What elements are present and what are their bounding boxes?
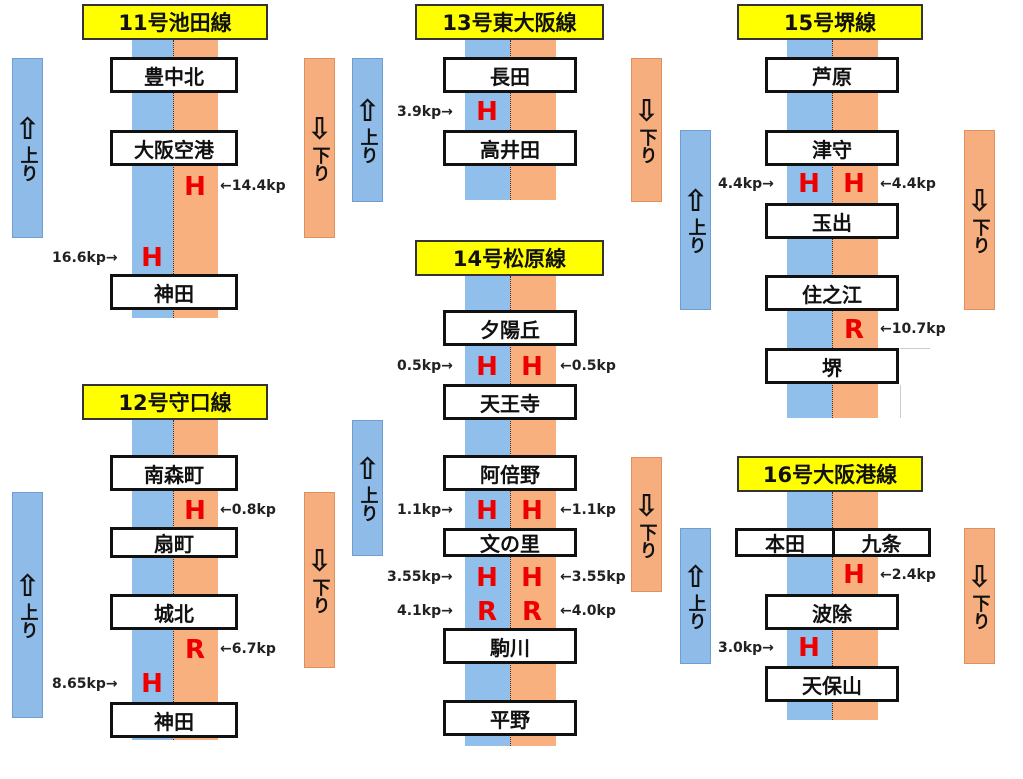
marker: H [184, 496, 206, 526]
kp-label: ←1.1kp [560, 502, 616, 518]
down-direction: ⇩下り [631, 457, 662, 592]
kp-label: 4.1kp→ [397, 603, 453, 619]
station: 神田 [110, 274, 238, 310]
marker: H [476, 352, 498, 382]
marker: H [476, 563, 498, 593]
line-title: 12号守口線 [82, 384, 268, 420]
kp-label: ←4.0kp [560, 603, 616, 619]
up-arrow-icon: ⇧ [354, 94, 381, 129]
station: 高井田 [443, 130, 577, 166]
station: 神田 [110, 702, 238, 738]
marker: H [476, 97, 498, 127]
line-title: 15号堺線 [737, 4, 923, 40]
marker: R [521, 597, 543, 627]
marker: H [521, 563, 543, 593]
down-arrow-icon: ⇩ [966, 560, 993, 595]
up-arrow-icon: ⇧ [354, 452, 381, 487]
station: 文の里 [443, 528, 577, 557]
down-arrow-icon: ⇩ [306, 544, 333, 579]
station: 長田 [443, 57, 577, 93]
station: 南森町 [110, 455, 238, 491]
kp-label: ←3.55kp [560, 569, 626, 585]
up-direction: ⇧上り [680, 130, 711, 310]
marker: R [476, 597, 498, 627]
up-arrow-icon: ⇧ [682, 560, 709, 595]
down-arrow-icon: ⇩ [633, 488, 660, 524]
kp-label: ←0.5kp [560, 358, 616, 374]
marker: H [521, 496, 543, 526]
marker: H [476, 496, 498, 526]
station: 津守 [765, 130, 899, 166]
station: 玉出 [765, 203, 899, 239]
station: 駒川 [443, 628, 577, 664]
marker: H [798, 633, 820, 663]
down-direction: ⇩下り [964, 528, 995, 664]
up-track [465, 276, 510, 746]
down-direction: ⇩下り [964, 130, 995, 310]
kp-label: 8.65kp→ [52, 676, 118, 692]
marker: H [141, 243, 163, 273]
down-arrow-icon: ⇩ [633, 94, 660, 129]
station: 夕陽丘 [443, 310, 577, 346]
marker: H [141, 669, 163, 699]
kp-label: 16.6kp→ [52, 250, 118, 266]
station: 本田 [735, 528, 835, 557]
station: 阿倍野 [443, 455, 577, 491]
marker: R [184, 635, 206, 665]
kp-label: ←2.4kp [880, 567, 936, 583]
station: 豊中北 [110, 57, 238, 93]
line-title: 13号東大阪線 [415, 4, 604, 40]
down-arrow-icon: ⇩ [966, 184, 993, 219]
station: 扇町 [110, 527, 238, 558]
up-direction: ⇧上り [352, 58, 383, 202]
up-direction: ⇧上り [680, 528, 711, 664]
station: 芦原 [765, 57, 899, 93]
station: 天王寺 [443, 384, 577, 420]
station: 平野 [443, 700, 577, 736]
kp-label: 3.9kp→ [397, 104, 453, 120]
line-title: 11号池田線 [82, 4, 268, 40]
kp-label: ←10.7kp [880, 321, 946, 337]
kp-label: 1.1kp→ [397, 502, 453, 518]
marker: H [798, 169, 820, 199]
down-track [510, 276, 556, 746]
line-title: 14号松原線 [415, 240, 604, 276]
down-direction: ⇩下り [631, 58, 662, 202]
up-direction: ⇧上り [352, 420, 383, 556]
station: 大阪空港 [110, 130, 238, 166]
up-direction: ⇧上り [12, 492, 43, 718]
down-direction: ⇩下り [304, 492, 335, 668]
kp-label: ←0.8kp [220, 502, 276, 518]
down-arrow-icon: ⇩ [306, 112, 333, 147]
station: 九条 [832, 528, 931, 557]
divider [900, 385, 901, 418]
station: 城北 [110, 594, 238, 630]
kp-label: ←6.7kp [220, 641, 276, 657]
marker: H [843, 169, 865, 199]
station: 波除 [765, 594, 899, 630]
line-title: 16号大阪港線 [737, 456, 923, 492]
kp-label: 3.0kp→ [718, 640, 774, 656]
up-arrow-icon: ⇧ [14, 112, 41, 147]
divider [900, 348, 930, 349]
up-arrow-icon: ⇧ [14, 569, 41, 604]
kp-label: 0.5kp→ [397, 358, 453, 374]
station: 天保山 [765, 666, 899, 702]
marker: H [184, 172, 206, 202]
kp-label: 3.55kp→ [387, 569, 453, 585]
marker: H [843, 560, 865, 590]
kp-label: ←4.4kp [880, 176, 936, 192]
kp-label: 4.4kp→ [718, 176, 774, 192]
station: 住之江 [765, 275, 899, 311]
marker: H [521, 352, 543, 382]
marker: R [843, 315, 865, 345]
kp-label: ←14.4kp [220, 178, 286, 194]
up-arrow-icon: ⇧ [682, 184, 709, 219]
station: 堺 [765, 348, 899, 384]
down-direction: ⇩下り [304, 58, 335, 238]
up-direction: ⇧上り [12, 58, 43, 238]
